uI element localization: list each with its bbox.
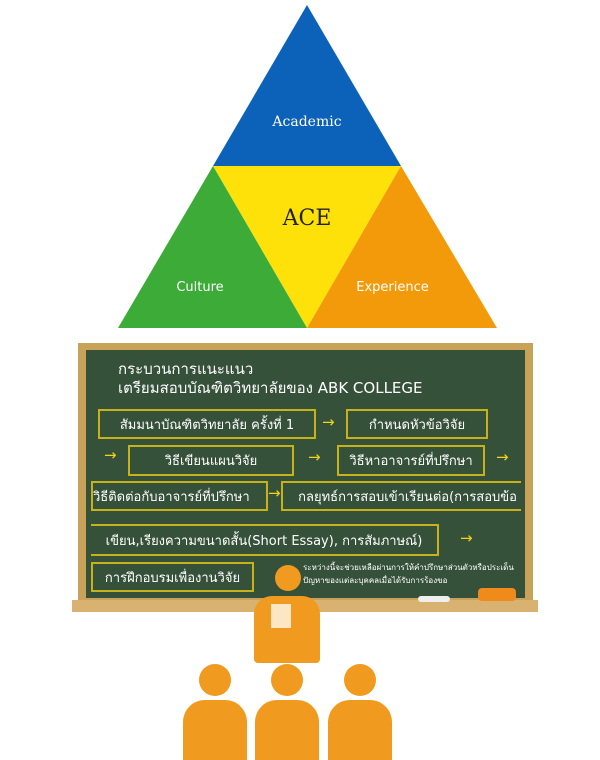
culture-label: Culture (176, 280, 224, 295)
experience-label: Experience (356, 280, 429, 295)
step-1: สัมมนาบัณฑิตวิทยาลัย ครั้งที่ 1 (98, 409, 316, 439)
ace-label: ACE (282, 206, 332, 231)
step-5: วิธีติดต่อกับอาจารย์ที่ปรึกษา (91, 481, 268, 511)
arrow-icon: → (460, 529, 473, 547)
arrow-icon: → (496, 448, 509, 466)
board-title-1: กระบวนการแนะแนว (118, 360, 254, 378)
step-2: กำหนดหัวข้อวิจัย (346, 409, 488, 439)
note-line-2: ปัญหาของแต่ละบุคคลเมื่อได้รับการร้องขอ (303, 576, 448, 585)
step-6: กลยุทธ์การสอบเข้าเรียนต่อ(การสอบข้อ (281, 481, 521, 511)
note-line-1: ระหว่างนี้จะช่วยเหลือผ่านการให้คำปรึกษาส… (303, 563, 514, 572)
step-3: วิธีเขียนแผนวิจัย (128, 445, 294, 476)
ace-segment (213, 166, 401, 328)
eraser (478, 588, 516, 601)
experience-segment (307, 166, 497, 328)
arrow-icon: → (104, 446, 117, 464)
arrow-icon: → (268, 484, 281, 502)
arrow-icon: → (322, 413, 335, 431)
board-title-2: เตรียมสอบบัณฑิตวิทยาลัยของ ABK COLLEGE (118, 379, 423, 397)
board-note: ระหว่างนี้จะช่วยเหลือผ่านการให้คำปรึกษาส… (303, 561, 514, 587)
step-7: การฝึกอบรมเพื่องานวิจัย (91, 562, 254, 592)
chalk (418, 596, 450, 602)
academic-segment (213, 5, 401, 166)
step-4: วิธีหาอาจารย์ที่ปรึกษา (337, 445, 485, 476)
culture-segment (118, 166, 307, 328)
arrow-icon: → (308, 448, 321, 466)
ace-pyramid (118, 5, 497, 328)
academic-label: Academic (272, 114, 342, 130)
step-6-continued: เขียน,เรียงความขนาดสั้น(Short Essay), กา… (91, 524, 439, 556)
